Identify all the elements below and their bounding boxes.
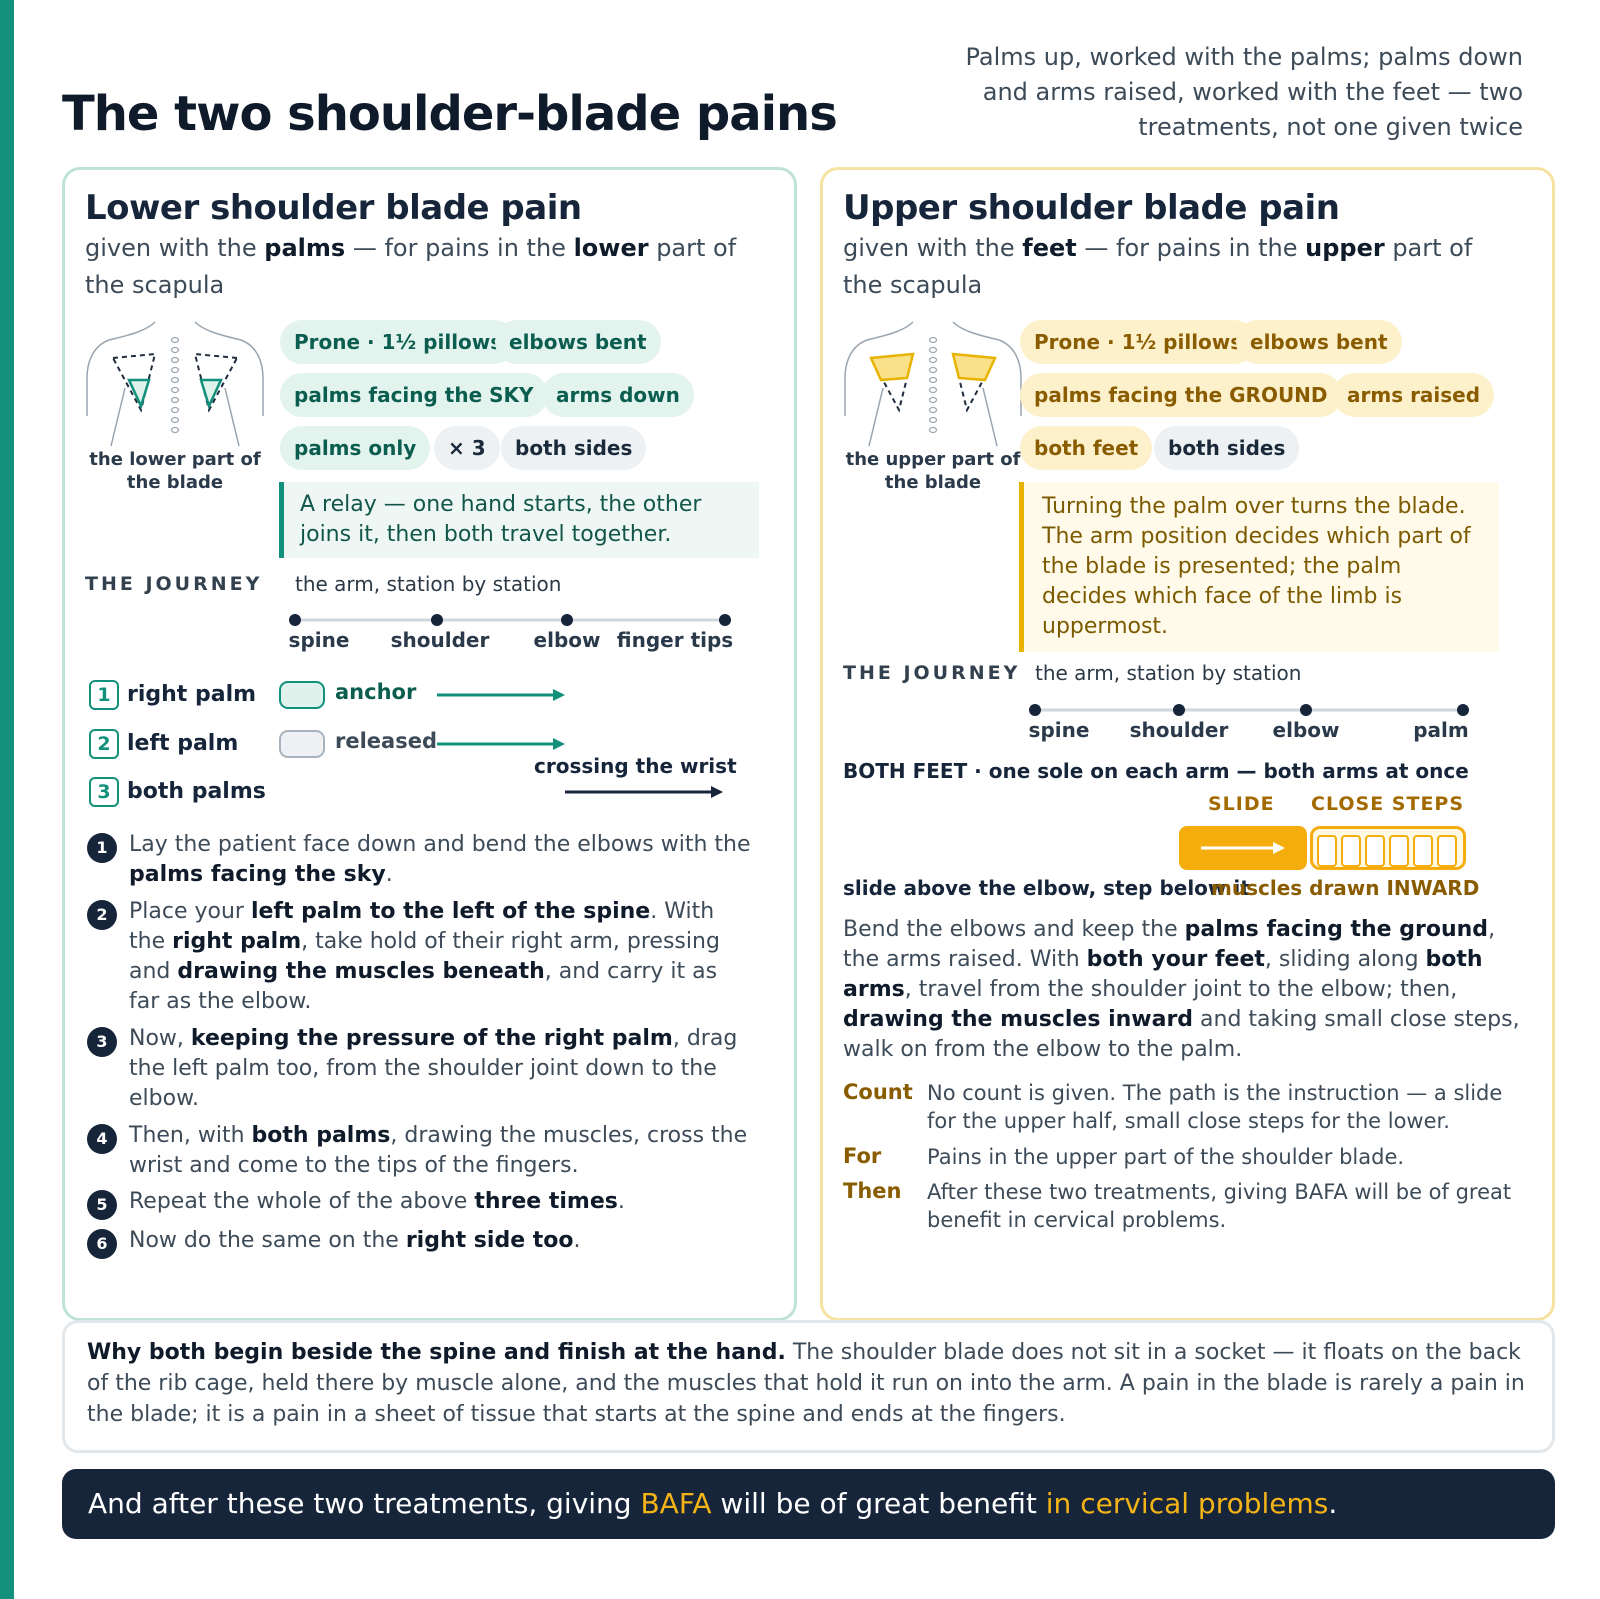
close-step-cell [1365, 835, 1385, 867]
step-number-4: 4 [87, 1124, 117, 1154]
lower-journey-track: spine shoulder elbow finger tips [65, 610, 800, 670]
slide-step-note: slide above the elbow, step below it [843, 876, 1250, 900]
lower-panel-subtitle: given with the palms — for pains in the … [85, 234, 737, 299]
page-title: The two shoulder-blade pains [62, 86, 838, 142]
step-4: Then, with both palms, drawing the muscl… [129, 1123, 748, 1178]
chip-prone: Prone · 1½ pillows [280, 320, 517, 364]
step-number-2: 2 [87, 900, 117, 930]
slide-bar [1179, 826, 1307, 870]
upper-journey-desc: the arm, station by station [1035, 661, 1302, 685]
station-finger-tips: finger tips [616, 628, 734, 652]
legend-released: released [279, 729, 437, 758]
step-number-5: 5 [87, 1190, 117, 1220]
step-5: Repeat the whole of the above three time… [129, 1189, 625, 1214]
station-elbow: elbow [1272, 718, 1340, 742]
close-step-cell [1413, 835, 1433, 867]
step-number-6: 6 [87, 1229, 117, 1259]
then-definition: After these two treatments, giving BAFA … [927, 1180, 1512, 1232]
station-spine: spine [1028, 718, 1090, 742]
chip-both-sides: both sides [501, 426, 647, 470]
arrow-right-icon [1201, 842, 1285, 854]
for-term: For [843, 1144, 882, 1168]
station-dot-spine [1029, 704, 1041, 716]
then-term: Then [843, 1179, 902, 1203]
lower-figure-caption: the lower part of the blade [89, 449, 261, 493]
station-dot-palm [1457, 704, 1469, 716]
close-steps-bar [1310, 826, 1466, 870]
station-dot-finger-tips [719, 614, 731, 626]
legend-crossing-wrist: crossing the wrist [534, 754, 737, 778]
chip-arms-down: arms down [542, 373, 694, 417]
chip-both-feet: both feet [1020, 426, 1153, 470]
arrow-right-icon [437, 738, 565, 750]
station-dot-shoulder [431, 614, 443, 626]
station-dot-spine [289, 614, 301, 626]
upper-panel-subtitle: given with the feet — for pains in the u… [843, 234, 1473, 299]
station-palm: palm [1413, 718, 1469, 742]
bottom-banner: And after these two treatments, giving B… [62, 1469, 1555, 1539]
step-1: Lay the patient face down and bend the e… [129, 832, 751, 887]
station-dot-elbow [1300, 704, 1312, 716]
side-accent-strip [0, 0, 14, 1599]
close-steps-label: CLOSE STEPS [1311, 793, 1465, 815]
chip-palms-sky: palms facing the SKY [280, 373, 548, 417]
lower-blade-figure: the lower part of the blade [85, 318, 265, 494]
step-6: Now do the same on the right side too. [129, 1228, 581, 1253]
lower-journey-line [289, 614, 731, 626]
lower-relay-callout: A relay — one hand starts, the other joi… [279, 482, 759, 558]
station-shoulder: shoulder [1129, 718, 1229, 742]
count-definition: No count is given. The path is the instr… [927, 1081, 1503, 1133]
upper-journey-label: THE JOURNEY [843, 662, 1021, 684]
station-spine: spine [288, 628, 350, 652]
lower-journey-desc: the arm, station by station [295, 572, 562, 596]
chip-both-sides: both sides [1154, 426, 1300, 470]
upper-blade-figure: the upper part of the blade [843, 318, 1023, 494]
chip-palms-only: palms only [280, 426, 431, 470]
why-explanation-box: Why both begin beside the spine and fini… [62, 1320, 1555, 1453]
back-torso-icon [86, 321, 264, 447]
station-dot-shoulder [1173, 704, 1185, 716]
upper-journey-track: spine shoulder elbow palm [823, 700, 1558, 760]
slide-label: SLIDE [1208, 793, 1275, 815]
step-2: Place your left palm to the left of the … [129, 899, 720, 1014]
station-elbow: elbow [533, 628, 601, 652]
for-definition: Pains in the upper part of the shoulder … [927, 1145, 1405, 1169]
close-step-cell [1341, 835, 1361, 867]
upper-instructions: Bend the elbows and keep the palms facin… [843, 917, 1520, 1062]
step-3: Now, keeping the pressure of the right p… [129, 1026, 738, 1111]
close-step-cell [1389, 835, 1409, 867]
page-subtitle: Palms up, worked with the palms; palms d… [965, 43, 1523, 141]
muscles-inward-note: muscles drawn INWARD [1211, 876, 1480, 900]
back-torso-icon [844, 321, 1022, 447]
station-shoulder: shoulder [390, 628, 490, 652]
chip-palms-ground: palms facing the GROUND [1020, 373, 1342, 417]
step-number-3: 3 [87, 1027, 117, 1057]
count-term: Count [843, 1080, 913, 1104]
close-step-cell [1437, 835, 1457, 867]
station-dot-elbow [561, 614, 573, 626]
upper-panel-title: Upper shoulder blade pain [843, 188, 1340, 228]
upper-turning-callout: Turning the palm over turns the blade. T… [1019, 482, 1499, 652]
arrow-right-icon [565, 786, 723, 798]
arrow-right-icon [437, 689, 565, 701]
chip-times-three: × 3 [434, 426, 500, 470]
chip-elbows-bent: elbows bent [1236, 320, 1402, 364]
upper-blade-panel: Upper shoulder blade pain given with the… [820, 167, 1555, 1321]
close-step-cell [1317, 835, 1337, 867]
step-number-1: 1 [87, 833, 117, 863]
lower-journey-label: THE JOURNEY [85, 573, 263, 595]
both-feet-title: BOTH FEET · one sole on each arm — both … [843, 759, 1469, 783]
chip-elbows-bent: elbows bent [495, 320, 661, 364]
chip-prone: Prone · 1½ pillows [1020, 320, 1257, 364]
upper-figure-caption: the upper part of the blade [845, 449, 1021, 493]
upper-journey-line [1029, 704, 1469, 716]
lower-panel-title: Lower shoulder blade pain [85, 188, 582, 228]
chip-arms-raised: arms raised [1333, 373, 1495, 417]
legend-anchor: anchor [279, 680, 416, 709]
lower-blade-panel: Lower shoulder blade pain given with the… [62, 167, 797, 1321]
